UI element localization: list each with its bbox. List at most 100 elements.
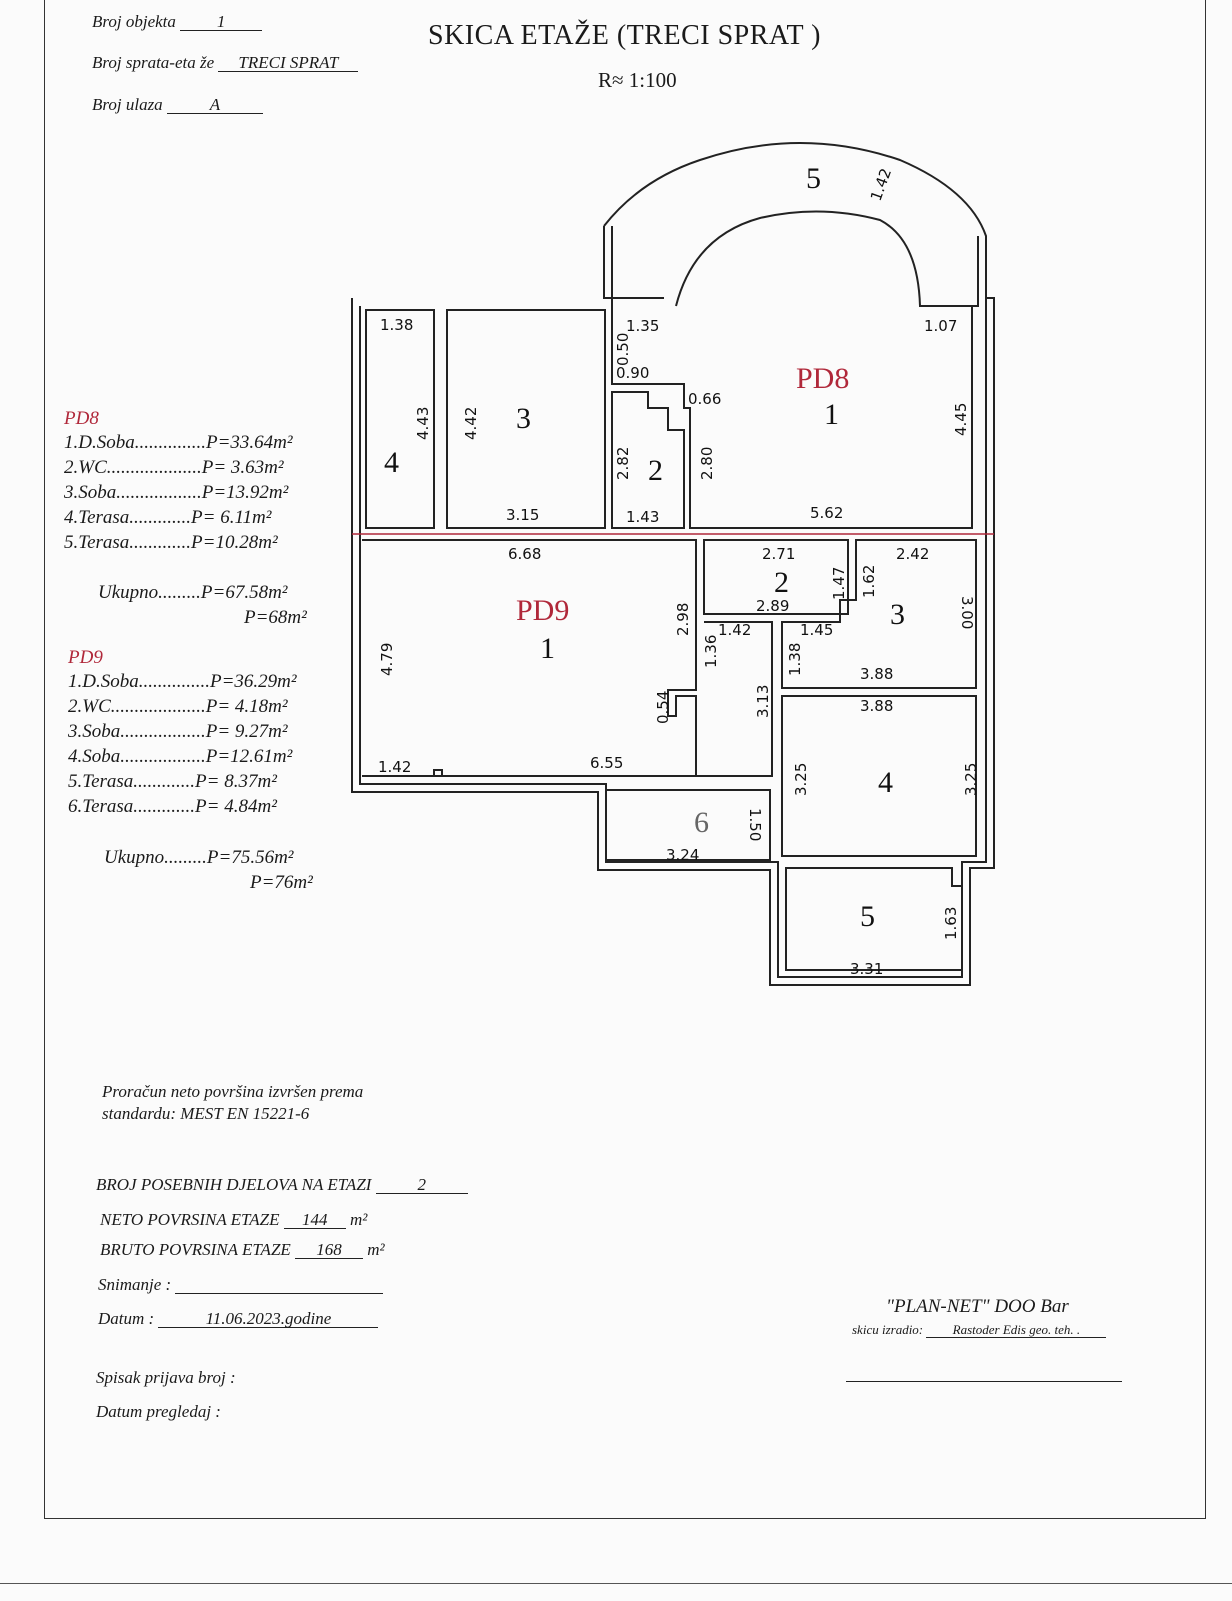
legend-pd8-item: 3.Soba..................P=13.92m²	[64, 482, 289, 503]
floor-number-value: TRECI SPRAT	[218, 54, 359, 72]
dimension-label: 1.45	[800, 621, 833, 639]
legend-pd9-item: 6.Terasa.............P= 4.84m²	[68, 796, 277, 817]
dimension-label: 6.68	[508, 545, 541, 563]
legend-pd8-heading: PD8	[64, 408, 99, 429]
dimension-label: 2.80	[698, 447, 716, 480]
pd8-room-4	[365, 309, 435, 529]
net-area-value: 144	[283, 1211, 346, 1229]
dimension-label: 3.31	[850, 960, 883, 978]
dimension-label: 3.15	[506, 506, 539, 524]
pd9-room-1-ext	[696, 621, 773, 777]
legend-pd9-total: Ukupno.........P=75.56m²	[104, 847, 294, 868]
dimension-label: 1.62	[860, 565, 878, 598]
dimension-label: 4.79	[378, 643, 396, 676]
dimension-label: 4.42	[462, 407, 480, 440]
room-number: 3	[890, 598, 905, 631]
room-number: 1	[824, 398, 839, 431]
net-area-label: NETO POVRSINA ETAZE	[100, 1210, 280, 1229]
entrance-number-value: A	[166, 96, 263, 114]
floor-number-label: Broj sprata-eta že	[92, 53, 215, 72]
drawn-by-value: Rastoder Edis geo. teh. .	[926, 1323, 1107, 1338]
dimension-label: 3.25	[792, 763, 810, 796]
room-number: 4	[384, 446, 399, 479]
net-area-field: NETO POVRSINA ETAZE 144 m²	[100, 1210, 367, 1230]
pd8-room-3	[446, 309, 606, 529]
legend-pd8-item: 2.WC....................P= 3.63m²	[64, 457, 284, 478]
legend-pd8-item: 4.Terasa.............P= 6.11m²	[64, 507, 272, 528]
room-number: 2	[648, 454, 663, 487]
dimension-label: 3.88	[860, 665, 893, 683]
pd9-room-4	[781, 695, 977, 857]
dimension-label: 3.88	[860, 697, 893, 715]
pd9-room-6	[605, 789, 771, 861]
entrance-number-label: Broj ulaza	[92, 95, 163, 114]
object-number-label: Broj objekta	[92, 12, 176, 31]
drawing-scale: R≈ 1:100	[598, 68, 677, 92]
dimension-label: 3.13	[754, 685, 772, 718]
date-field: Datum : 11.06.2023.godine	[98, 1309, 379, 1329]
legend-pd8-total: Ukupno.........P=67.58m²	[98, 582, 288, 603]
drawn-by-field: skicu izradio: Rastoder Edis geo. teh. .	[852, 1322, 1107, 1338]
arc-terrace-outer-curve	[603, 142, 987, 306]
room-number: 2	[774, 566, 789, 599]
dimension-label: 6.55	[590, 754, 623, 772]
dimension-label: 1.42	[718, 621, 751, 639]
dimension-label: 0.54	[654, 691, 672, 724]
room-number: 3	[516, 402, 531, 435]
date-value: 11.06.2023.godine	[158, 1310, 379, 1328]
gross-area-label: BRUTO POVRSINA ETAZE	[100, 1240, 291, 1259]
room-number: 5	[806, 162, 821, 195]
bottom-rule	[0, 1583, 1232, 1584]
outer-wall-inner	[359, 306, 987, 978]
dimension-label: 2.71	[762, 545, 795, 563]
legend-pd8-item: 1.D.Soba...............P=33.64m²	[64, 432, 293, 453]
legend-pd9-item: 3.Soba..................P= 9.27m²	[68, 721, 288, 742]
dimension-label: 5.62	[810, 504, 843, 522]
gross-area-value: 168	[295, 1241, 364, 1259]
dimension-label: 2.89	[756, 597, 789, 615]
floor-number-field: Broj sprata-eta že TRECI SPRAT	[92, 53, 359, 73]
legend-pd9-heading: PD9	[68, 647, 103, 668]
dimension-label: 1.36	[702, 635, 720, 668]
plan-unit-label-pd9: PD9	[516, 594, 569, 627]
legend-pd8-item: 5.Terasa.............P=10.28m²	[64, 532, 278, 553]
plan-walls	[351, 142, 995, 986]
room-number: 1	[540, 632, 555, 665]
dimension-label: 1.38	[380, 316, 413, 334]
plan-unit-label-pd8: PD8	[796, 362, 849, 395]
legend-pd9-item: 2.WC....................P= 4.18m²	[68, 696, 288, 717]
dimension-label: 1.42	[378, 758, 411, 776]
parts-count-field: BROJ POSEBNIH DJELOVA NA ETAZI 2	[96, 1175, 468, 1195]
dimension-label: 3.25	[962, 763, 980, 796]
survey-label: Snimanje :	[98, 1275, 172, 1294]
company-name: "PLAN-NET" DOO Bar	[886, 1296, 1069, 1317]
arc-terrace-inner	[675, 210, 979, 307]
legend-pd9-item: 5.Terasa.............P= 8.37m²	[68, 771, 277, 792]
room-number: 6	[694, 806, 709, 839]
pd9-room-3	[781, 539, 977, 689]
dimension-label: 2.42	[896, 545, 929, 563]
dimension-label: 1.35	[626, 317, 659, 335]
dimension-label: 4.45	[952, 403, 970, 436]
signature-line	[846, 1381, 1122, 1382]
dimension-label: 2.98	[674, 603, 692, 636]
parts-count-value: 2	[375, 1176, 468, 1194]
page-frame	[44, 0, 1206, 1519]
object-number-value: 1	[180, 13, 263, 31]
dimension-label: 0.90	[616, 364, 649, 382]
legend-pd9-item: 1.D.Soba...............P=36.29m²	[68, 671, 297, 692]
review-date-label: Datum pregledaj :	[96, 1402, 221, 1421]
dimension-label: 1.43	[626, 508, 659, 526]
dimension-label: 0.66	[688, 390, 721, 408]
pd9-room-5	[785, 867, 963, 971]
net-area-unit: m²	[349, 1210, 368, 1229]
arc-terrace-outer	[603, 226, 664, 299]
dimension-label: 1.47	[830, 567, 848, 600]
dimension-label: 1.07	[924, 317, 957, 335]
dimension-label: 0.50	[614, 333, 632, 366]
gross-area-unit: m²	[367, 1240, 385, 1259]
pd8-room-1	[611, 306, 973, 529]
object-number-field: Broj objekta 1	[92, 12, 263, 32]
